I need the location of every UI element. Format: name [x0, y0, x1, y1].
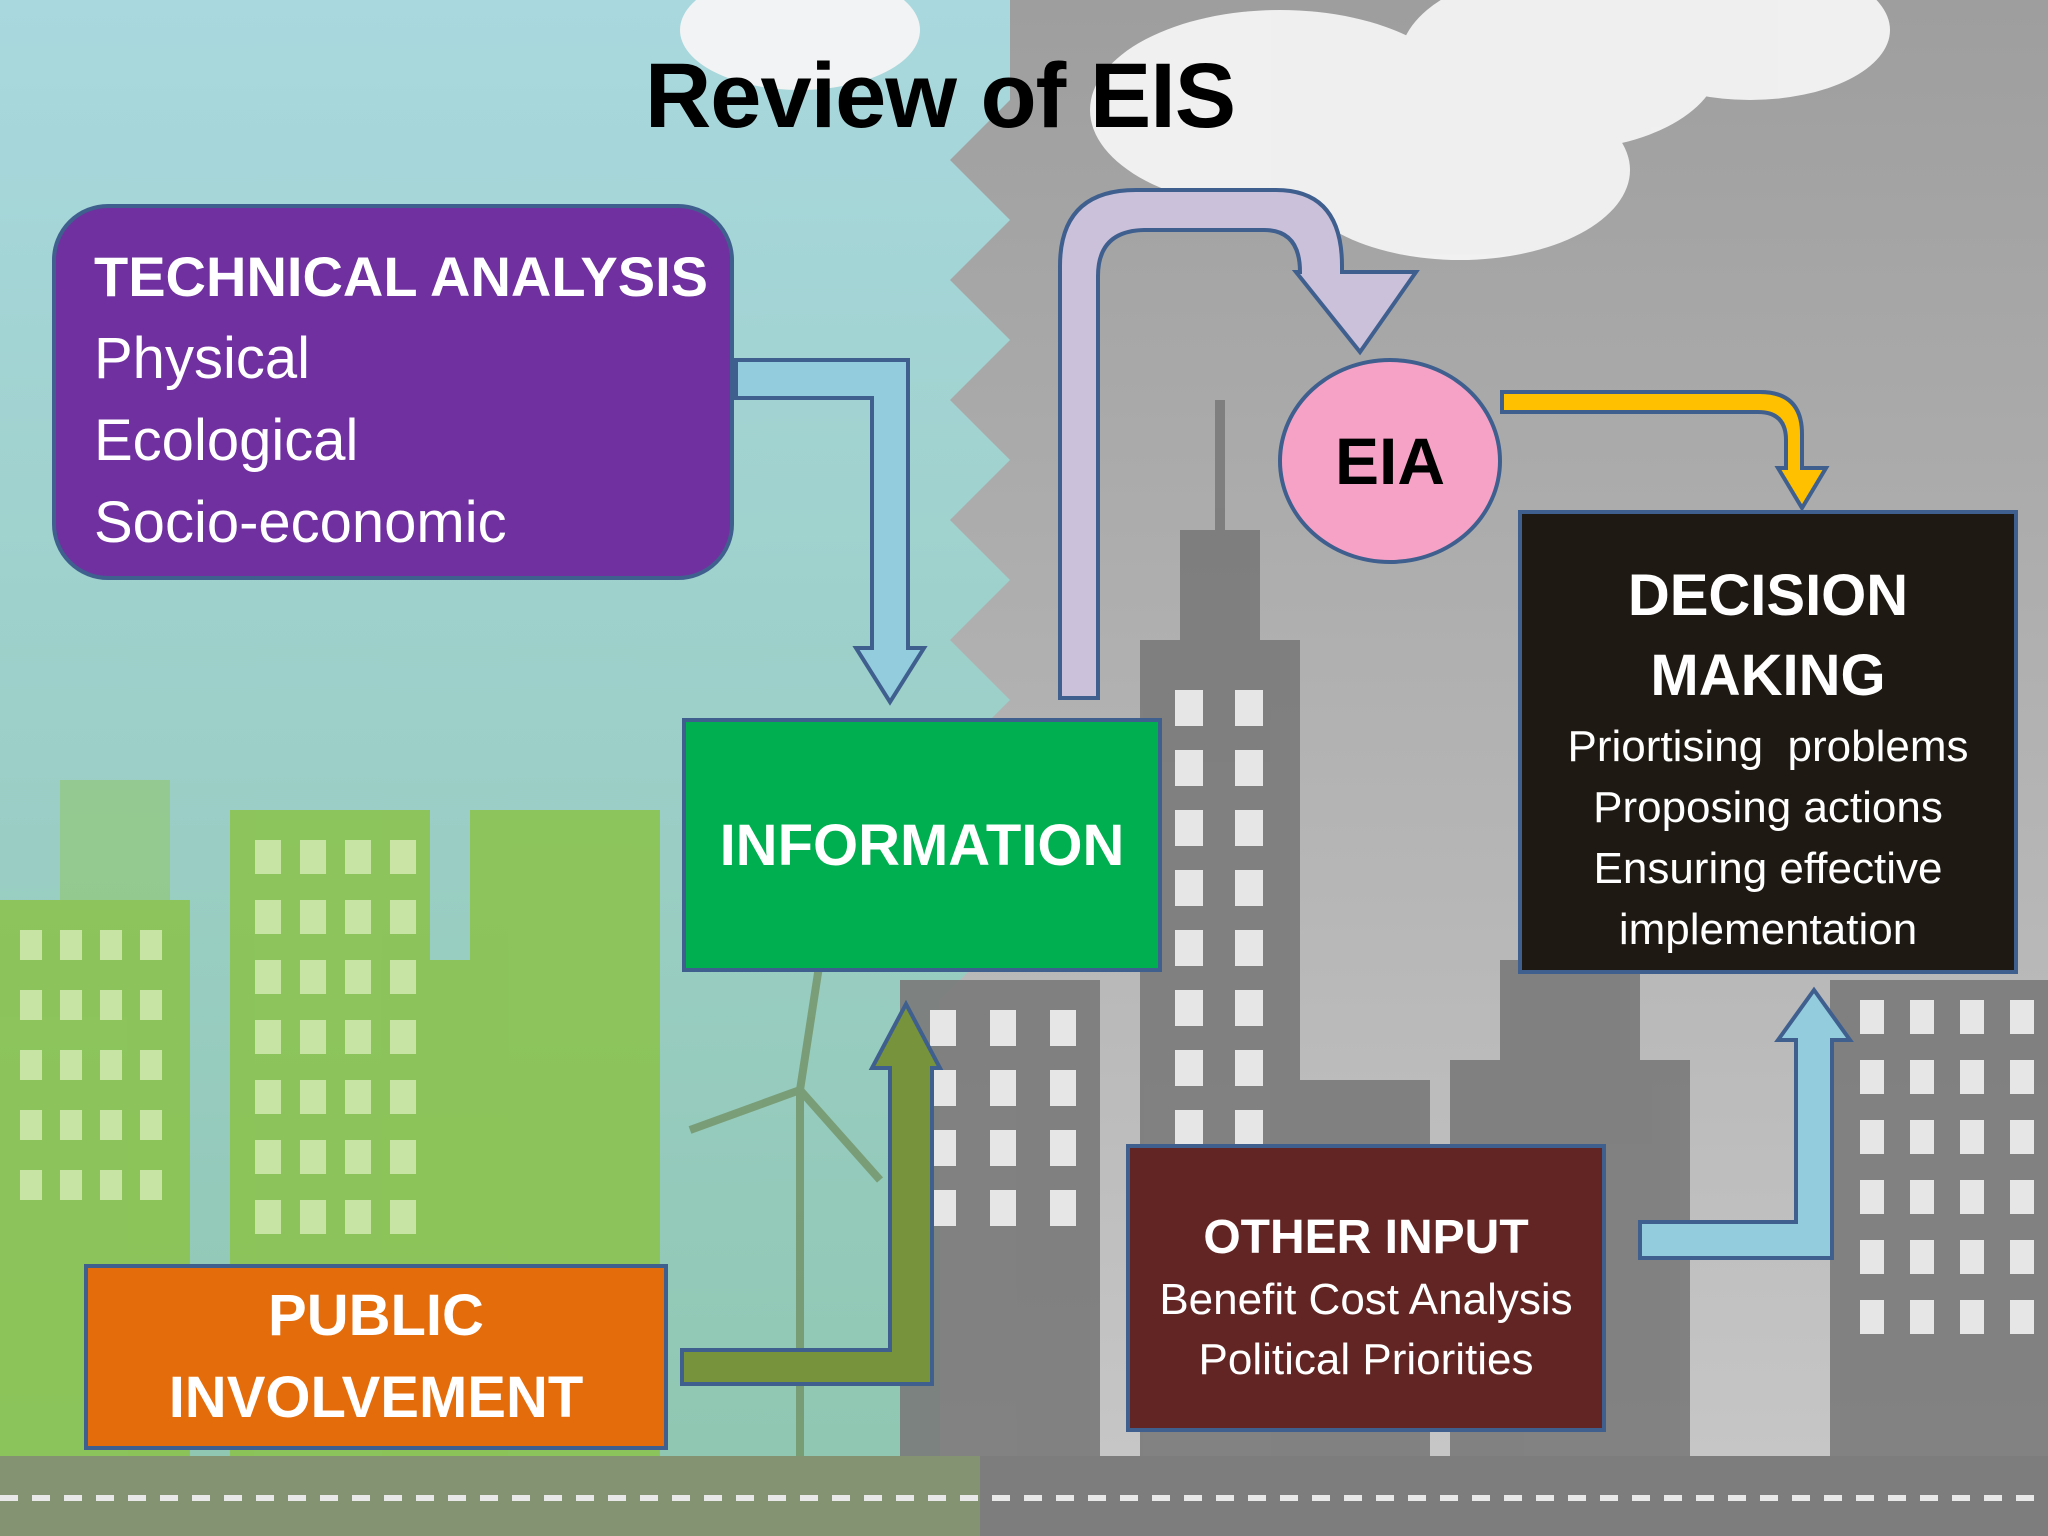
clouds	[680, 0, 1890, 260]
eia-circle: EIA	[1278, 358, 1502, 564]
arrow-public-to-information	[680, 999, 944, 1386]
other-input-box: OTHER INPUT Benefit Cost Analysis Politi…	[1126, 1144, 1606, 1432]
decision-item-ensuring: Ensuring effective	[1593, 844, 1943, 893]
other-item-benefit-cost: Benefit Cost Analysis	[1159, 1275, 1573, 1324]
decision-heading-line-1: DECISION	[1627, 563, 1909, 628]
technical-item-ecological: Ecological	[94, 408, 359, 473]
decision-heading-line-2: MAKING	[1650, 643, 1886, 708]
grey-windows	[930, 690, 2034, 1334]
technical-item-socio-economic: Socio-economic	[94, 490, 507, 555]
decision-item-implementation: implementation	[1618, 905, 1918, 954]
arrow-information-to-eia	[1058, 188, 1420, 700]
public-involvement-line-2: INVOLVEMENT	[168, 1365, 584, 1430]
other-input-heading: OTHER INPUT	[1203, 1211, 1529, 1264]
public-involvement-box: PUBLIC INVOLVEMENT	[84, 1264, 668, 1450]
technical-analysis-heading: TECHNICAL ANALYSIS	[94, 245, 709, 308]
public-involvement-line-1: PUBLIC	[268, 1283, 484, 1348]
arrow-eia-to-decision	[1500, 390, 1830, 512]
eia-label: EIA	[1334, 424, 1446, 498]
arrow-other-to-decision	[1638, 986, 1854, 1260]
decision-item-prioritising: Priortising problems	[1567, 722, 1969, 771]
technical-analysis-box: TECHNICAL ANALYSIS Physical Ecological S…	[52, 204, 734, 580]
information-label: INFORMATION	[719, 812, 1125, 878]
decision-item-proposing: Proposing actions	[1593, 783, 1943, 832]
green-windows	[20, 840, 416, 1234]
page-title: Review of EIS	[644, 45, 1236, 147]
information-box: INFORMATION	[682, 718, 1162, 972]
arrow-technical-to-information	[734, 358, 928, 706]
technical-item-physical: Physical	[94, 326, 310, 391]
wind-turbine	[688, 959, 883, 1460]
decision-making-box: DECISION MAKING Priortising problems Pro…	[1518, 510, 2018, 974]
flow-arrows	[680, 188, 1854, 1386]
other-item-political: Political Priorities	[1198, 1335, 1534, 1384]
